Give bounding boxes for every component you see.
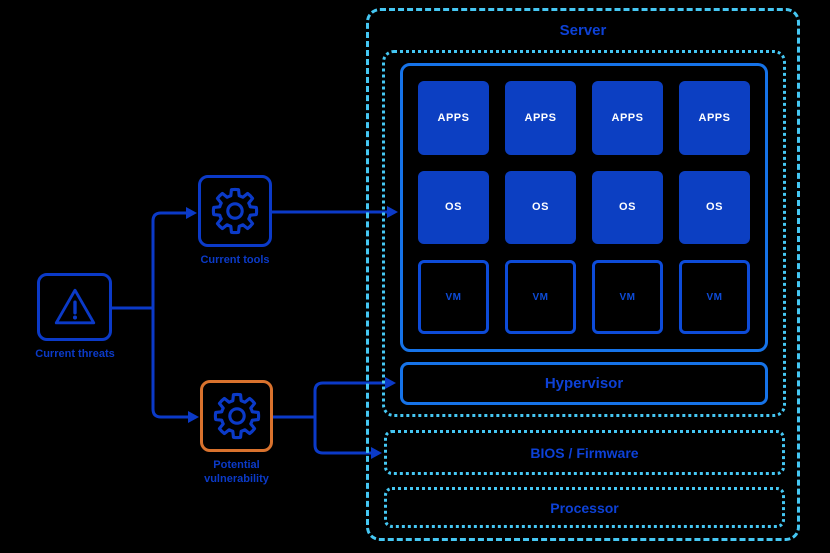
vm-box: VM <box>679 260 750 334</box>
potential-vulnerability-box <box>200 380 273 452</box>
current-threats-box <box>37 273 112 341</box>
current-threats-label: Current threats <box>35 348 115 360</box>
os-box: OS <box>418 170 489 245</box>
vm-box: VM <box>505 260 576 334</box>
hypervisor-box: Hypervisor <box>400 362 768 405</box>
gear-icon <box>213 392 260 440</box>
current-tools-label: Current tools <box>200 254 270 266</box>
server-outer-box <box>366 8 800 541</box>
apps-box: APPS <box>505 81 576 155</box>
connector-junction-to-vulnerability <box>151 306 190 419</box>
processor-box: Processor <box>384 487 785 528</box>
current-tools-box <box>198 175 272 247</box>
connector-vulnerability-to-bios <box>313 415 373 455</box>
vm-box: VM <box>418 260 489 334</box>
vm-stack-grid: APPS APPS APPS APPS OS OS OS OS VM VM VM… <box>400 63 768 352</box>
apps-box: APPS <box>418 81 489 155</box>
warning-triangle-icon <box>54 288 95 325</box>
os-box: OS <box>505 170 576 245</box>
server-title: Server <box>559 22 607 39</box>
apps-box: APPS <box>592 81 663 155</box>
gear-icon <box>211 187 259 235</box>
bios-firmware-box: BIOS / Firmware <box>384 430 785 475</box>
os-box: OS <box>592 170 663 245</box>
vm-box: VM <box>592 260 663 334</box>
potential-vulnerability-label: Potential vulnerability <box>204 459 269 486</box>
virtual-environment-box <box>382 50 786 417</box>
arrowhead-to-vulnerability <box>188 411 199 423</box>
arrowhead-to-tools <box>186 207 197 219</box>
apps-box: APPS <box>679 81 750 155</box>
os-box: OS <box>679 170 750 245</box>
